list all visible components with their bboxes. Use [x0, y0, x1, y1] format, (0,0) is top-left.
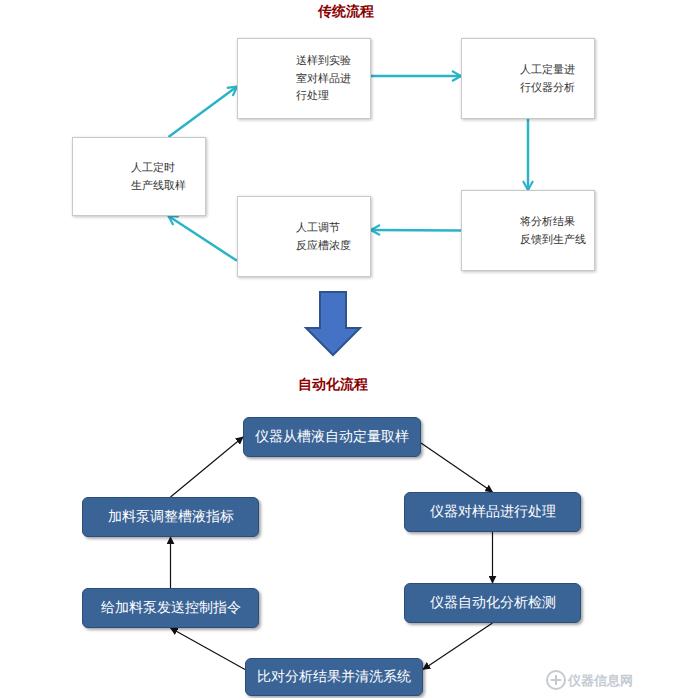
flow-arrow [171, 628, 246, 669]
node-text: 仪器对样品进行处理 [430, 503, 556, 521]
process-box: 比对分析结果并清洗系统 [245, 658, 423, 696]
section-heading: 传统流程 [318, 3, 374, 21]
process-card: 送样到实验 室对样品进 行处理 [237, 38, 371, 119]
process-box: 仪器从槽液自动定量取样 [243, 417, 421, 457]
transition-arrow [306, 292, 360, 355]
process-box: 仪器自动化分析检测 [404, 583, 581, 623]
node-text: 送样到实验 室对样品进 行处理 [296, 52, 351, 105]
process-card: 人工定量进 行仪器分析 [461, 38, 595, 119]
flow-arrow [168, 87, 237, 137]
flow-arrow [492, 532, 493, 583]
node-text: 加料泵调整槽液指标 [108, 508, 234, 526]
node-text: 人工定时 生产线取样 [131, 159, 186, 194]
process-box: 加料泵调整槽液指标 [82, 497, 259, 537]
flow-arrow [421, 443, 493, 492]
section-heading: 自动化流程 [298, 376, 368, 394]
watermark-logo [547, 671, 565, 689]
process-box: 仪器对样品进行处理 [404, 492, 581, 532]
watermark: 仪器信息网 [568, 672, 633, 690]
node-text: 将分析结果 反馈到生产线 [520, 213, 586, 248]
node-text: 比对分析结果并清洗系统 [257, 668, 411, 686]
flow-arrow [170, 537, 171, 588]
node-text: 人工调节 反应槽浓度 [296, 219, 351, 254]
process-box: 给加料泵发送控制指令 [82, 588, 259, 628]
node-text: 仪器自动化分析检测 [430, 594, 556, 612]
process-card: 人工调节 反应槽浓度 [237, 196, 371, 277]
flow-arrow [171, 437, 244, 497]
flow-arrow [371, 229, 461, 232]
node-text: 人工定量进 行仪器分析 [520, 61, 575, 96]
flow-arrow [371, 75, 461, 78]
flow-arrow [527, 119, 530, 190]
process-card: 人工定时 生产线取样 [72, 137, 206, 216]
flow-arrow [423, 623, 493, 669]
node-text: 仪器从槽液自动定量取样 [255, 428, 409, 446]
flow-arrow [168, 216, 237, 261]
node-text: 给加料泵发送控制指令 [101, 599, 241, 617]
process-card: 将分析结果 反馈到生产线 [461, 190, 595, 271]
